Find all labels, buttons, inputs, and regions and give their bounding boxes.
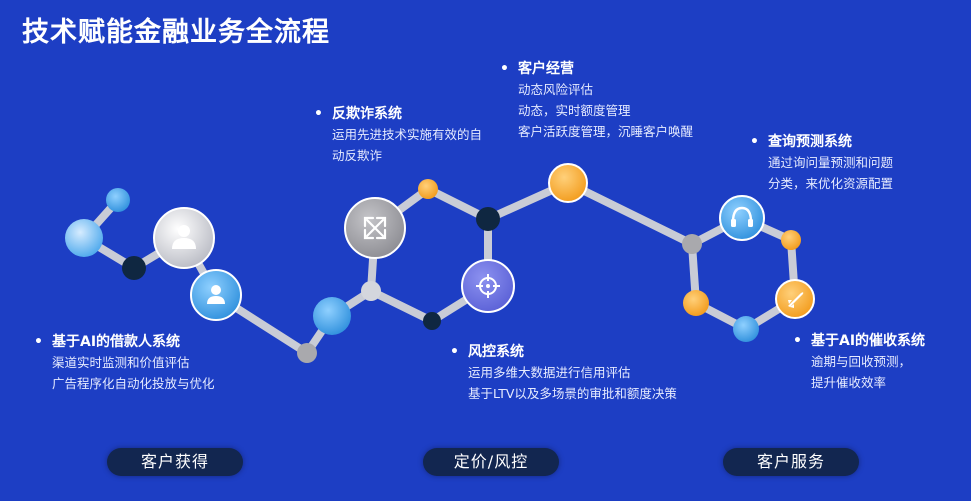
block-line: 渠道实时监测和价值评估: [52, 355, 190, 370]
user-group-icon: [190, 269, 242, 321]
block-title: 基于AI的借款人系统: [52, 334, 181, 350]
block-title: 查询预测系统: [768, 134, 852, 150]
block-forecast: •查询预测系统 通过询问量预测和问题 分类，来优化资源配置: [750, 132, 893, 194]
node-blue-small: [733, 316, 759, 342]
stage-pill-service: 客户服务: [723, 448, 859, 476]
node-blue-medium: [313, 297, 351, 335]
block-line: 逾期与回收预测，: [811, 354, 912, 369]
block-line: 基于LTV以及多场景的审批和额度决策: [468, 386, 677, 401]
node-gray-small: [297, 343, 317, 363]
block-line: 分类，来优化资源配置: [768, 176, 894, 191]
expand-arrows-icon: [344, 197, 406, 259]
block-borrower: •基于AI的借款人系统 渠道实时监测和价值评估 广告程序化自动化投放与优化: [34, 332, 215, 394]
block-title: 反欺诈系统: [332, 106, 402, 122]
rocket-icon: [775, 279, 815, 319]
page-title: 技术赋能金融业务全流程: [22, 17, 330, 48]
block-line: 动态，实时额度管理: [518, 103, 631, 118]
block-antifraud: •反欺诈系统 运用先进技术实施有效的自 动反欺诈: [314, 104, 482, 166]
block-title: 客户经营: [518, 61, 574, 77]
block-title: 基于AI的催收系统: [811, 333, 926, 349]
node-orange-small: [418, 179, 438, 199]
block-customer-ops: •客户经营 动态风险评估 动态，实时额度管理 客户活跃度管理，沉睡客户唤醒: [500, 59, 693, 142]
headset-icon: [719, 195, 765, 241]
node-orange-large: [548, 163, 588, 203]
node-navy: [476, 207, 500, 231]
node-silver-small: [361, 281, 381, 301]
stage-pill-acquisition: 客户获得: [107, 448, 243, 476]
block-line: 动反欺诈: [332, 148, 383, 163]
crosshair-icon: [461, 259, 515, 313]
block-line: 动态风险评估: [518, 82, 594, 97]
block-collection: •基于AI的催收系统 逾期与回收预测， 提升催收效率: [793, 331, 925, 393]
node-orange-medium: [683, 290, 709, 316]
stage-pill-pricing-risk: 定价/风控: [423, 448, 559, 476]
block-line: 客户活跃度管理，沉睡客户唤醒: [518, 124, 694, 139]
block-line: 提升催收效率: [811, 375, 887, 390]
node-orange-small: [781, 230, 801, 250]
user-icon: [153, 207, 215, 269]
block-line: 运用多维大数据进行信用评估: [468, 365, 631, 380]
node-light-blue-small: [106, 188, 130, 212]
block-title: 风控系统: [468, 344, 524, 360]
block-line: 广告程序化自动化投放与优化: [52, 376, 215, 391]
block-risk: •风控系统 运用多维大数据进行信用评估 基于LTV以及多场景的审批和额度决策: [450, 342, 677, 404]
node-navy-small: [423, 312, 441, 330]
node-navy: [122, 256, 146, 280]
block-line: 通过询问量预测和问题: [768, 155, 894, 170]
node-gray-small: [682, 234, 702, 254]
node-light-blue-large: [65, 219, 103, 257]
block-line: 运用先进技术实施有效的自: [332, 127, 483, 142]
